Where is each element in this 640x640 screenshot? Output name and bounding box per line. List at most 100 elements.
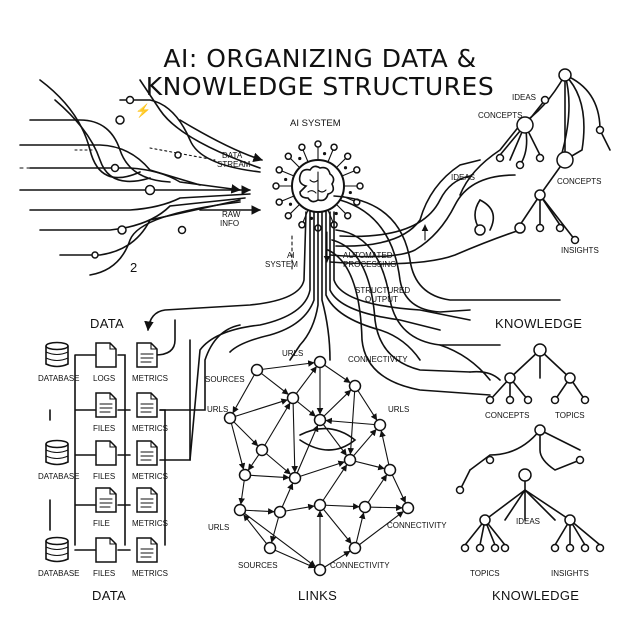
file-icon: [95, 392, 117, 418]
hub-dot: [298, 156, 302, 161]
concepts-top-label: CONCEPTS: [478, 111, 522, 120]
network-edge: [364, 474, 388, 508]
hub-spoke-node: [275, 198, 283, 206]
metrics-file-icon: [136, 342, 158, 368]
tree-node: [565, 543, 575, 553]
database-icon: [45, 439, 69, 466]
tree-node: [570, 235, 580, 245]
network-node: [401, 501, 415, 515]
data-heading-top: DATA: [90, 316, 124, 331]
urls-top-label: URLS: [282, 349, 303, 358]
raw-info-label-2: INFO: [220, 219, 239, 228]
connectivity-top-label: CONNECTIVITY: [348, 355, 408, 364]
stream-node: [110, 163, 120, 173]
hub-dot: [322, 152, 327, 156]
stream-node: [115, 115, 125, 125]
metrics-label: METRICS: [132, 569, 168, 578]
urls-left-label: URLS: [207, 405, 228, 414]
network-node: [313, 355, 327, 369]
raw-info-label-1: RAW: [222, 210, 241, 219]
tree-node: [518, 468, 532, 482]
tree-node: [575, 455, 585, 465]
database-label: DATABASE: [38, 374, 80, 383]
network-edge: [244, 473, 290, 481]
metrics-label: METRICS: [132, 472, 168, 481]
database-icon: [45, 536, 69, 563]
hub-spoke-node: [330, 143, 338, 151]
urls-bottom-label: URLS: [208, 523, 229, 532]
insights-label: INSIGHTS: [561, 246, 599, 255]
network-edge: [232, 369, 258, 414]
file-label: FILES: [93, 424, 115, 433]
hub-dot: [284, 177, 288, 182]
ideas-bottom-label: IDEAS: [516, 517, 540, 526]
tree-node: [495, 153, 505, 163]
urls-right-label: URLS: [388, 405, 409, 414]
hub-spoke-node: [356, 182, 364, 190]
network-edge: [319, 464, 348, 506]
network-edge: [319, 419, 347, 456]
hub-spoke-node: [284, 152, 293, 161]
brain-icon: [298, 165, 335, 203]
network-edge: [354, 511, 404, 549]
network-loop: [299, 427, 357, 451]
concepts-right-label: CONCEPTS: [557, 177, 601, 186]
tree-node: [534, 189, 546, 201]
hub-spoke-node: [314, 140, 322, 148]
tree-node: [505, 395, 515, 405]
structured-label-1: STRUCTURED: [355, 286, 410, 295]
ideas-top-label: IDEAS: [512, 93, 536, 102]
metrics-label: METRICS: [132, 424, 168, 433]
stream-node: [144, 184, 156, 196]
hub-dot: [288, 202, 293, 206]
tree-node: [490, 543, 500, 553]
two-glyph: 2: [130, 260, 138, 275]
hub-dot: [334, 211, 338, 216]
network-edge: [379, 430, 391, 471]
network-edge: [319, 389, 352, 421]
network-node: [348, 541, 362, 555]
hub-spoke-node: [343, 152, 352, 161]
network-edge: [269, 547, 316, 569]
connectivity-bottom-label: CONNECTIVITY: [330, 561, 390, 570]
network-node: [313, 413, 327, 427]
topics-2-label: TOPICS: [470, 569, 500, 578]
network-node: [348, 379, 362, 393]
tree-node: [533, 343, 547, 357]
metrics-file-icon: [136, 487, 158, 513]
tree-node: [555, 223, 565, 233]
tree-node: [475, 543, 485, 553]
tree-node: [460, 543, 470, 553]
tree-node: [535, 223, 545, 233]
stream-node: [117, 225, 127, 235]
data-panel: [49, 319, 241, 551]
metrics-label: METRICS: [132, 374, 168, 383]
input-streams: [19, 79, 263, 276]
stream-node: [174, 151, 182, 159]
network-node: [255, 443, 269, 457]
network-edge: [256, 369, 289, 395]
tree-node: [516, 116, 534, 134]
data-stream-label-2: STREAM: [217, 160, 251, 169]
network-edge: [319, 504, 352, 544]
tree-node: [550, 543, 560, 553]
tree-node: [479, 514, 491, 526]
network-edge: [256, 360, 315, 371]
data-heading-bottom: DATA: [92, 588, 126, 603]
network-node: [313, 498, 327, 512]
network-edge: [354, 385, 378, 421]
network-edge: [319, 503, 360, 510]
network-node: [250, 363, 264, 377]
network-node: [286, 391, 300, 405]
hub-dot: [348, 190, 352, 195]
metrics-file-icon: [136, 392, 158, 418]
ideas-left-label: IDEAS: [451, 173, 475, 182]
hub-dot: [343, 166, 348, 170]
tree-node: [564, 372, 576, 384]
tree-node: [595, 125, 605, 135]
tree-node: [534, 424, 546, 436]
automated-label-1: AUTOMATED: [343, 251, 393, 260]
network-edge: [229, 417, 259, 447]
